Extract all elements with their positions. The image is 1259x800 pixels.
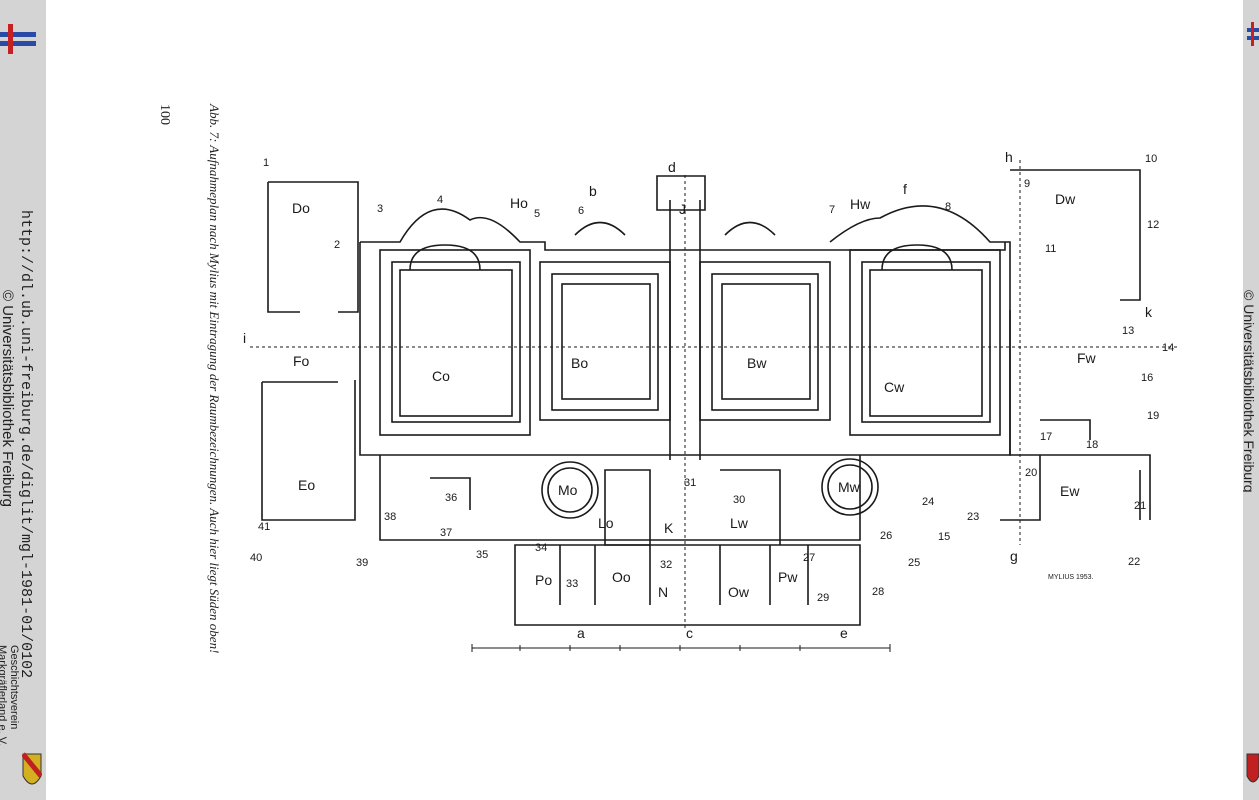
room-label: Po xyxy=(535,572,552,588)
drawing-signature: MYLIUS 1953. xyxy=(1048,574,1094,581)
room-label: Bo xyxy=(571,355,588,371)
axis-label: i xyxy=(243,330,246,346)
find-number: 8 xyxy=(945,201,951,213)
room-label: Cw xyxy=(884,379,905,395)
room-label: Hw xyxy=(850,196,871,212)
room-label: Ow xyxy=(728,584,750,600)
find-number: 34 xyxy=(535,542,547,554)
find-number: 5 xyxy=(534,208,540,220)
room-labels: Do Fo Eo Co Ho Bo Bw Cw Hw Dw Fw Ew Mo M… xyxy=(292,191,1097,600)
find-number: 2 xyxy=(334,239,340,251)
axis-labels: a b c d e f g h i k xyxy=(243,149,1153,641)
room-label: Fo xyxy=(293,353,310,369)
room-label: K xyxy=(664,520,674,536)
find-number: 10 xyxy=(1145,153,1157,165)
plan-axis-lines xyxy=(250,160,1180,630)
plan-walls xyxy=(261,169,1151,626)
find-number: 18 xyxy=(1086,439,1098,451)
axis-label: a xyxy=(577,625,585,641)
find-number: 29 xyxy=(817,592,829,604)
axis-label: h xyxy=(1005,149,1013,165)
scale-bar xyxy=(471,644,891,652)
axis-label: k xyxy=(1145,304,1153,320)
find-number: 20 xyxy=(1025,467,1037,479)
axis-label: g xyxy=(1010,548,1018,564)
axis-label: d xyxy=(668,159,676,175)
find-number: 16 xyxy=(1141,372,1153,384)
room-label: Mw xyxy=(838,479,861,495)
axis-label: b xyxy=(589,183,597,199)
room-label: Lw xyxy=(730,515,749,531)
room-label: N xyxy=(658,584,668,600)
room-label: Do xyxy=(292,200,310,216)
find-number: 9 xyxy=(1024,178,1030,190)
find-number: 7 xyxy=(829,204,835,216)
room-label: Bw xyxy=(747,355,767,371)
find-number: 4 xyxy=(437,194,443,206)
find-number: 40 xyxy=(250,552,262,564)
find-number: 33 xyxy=(566,578,578,590)
find-number: 17 xyxy=(1040,431,1052,443)
find-number: 13 xyxy=(1122,325,1134,337)
find-number: 26 xyxy=(880,530,892,542)
find-number: 37 xyxy=(440,527,452,539)
find-number: 22 xyxy=(1128,556,1140,568)
find-number: 38 xyxy=(384,511,396,523)
find-number: 41 xyxy=(258,521,270,533)
find-number: 19 xyxy=(1147,410,1159,422)
find-number: 39 xyxy=(356,557,368,569)
find-numbers: 1 2 3 4 5 6 7 8 9 10 11 12 13 14 15 16 1… xyxy=(250,153,1174,604)
find-number: 32 xyxy=(660,559,672,571)
viewer-logo-icon-right xyxy=(1247,22,1259,46)
viewer-left-strip: http://dl.ub.uni-freiburg.de/diglit/mgl-… xyxy=(0,0,46,800)
room-label: J xyxy=(679,201,686,217)
find-number: 14 xyxy=(1162,342,1174,354)
room-label: Oo xyxy=(612,569,631,585)
room-label: Lo xyxy=(598,515,614,531)
find-number: 12 xyxy=(1147,219,1159,231)
find-number: 23 xyxy=(967,511,979,523)
find-number: 31 xyxy=(684,477,696,489)
find-number: 15 xyxy=(938,531,950,543)
find-number: 28 xyxy=(872,586,884,598)
find-number: 21 xyxy=(1134,500,1146,512)
room-label: Co xyxy=(432,368,450,384)
axis-label: c xyxy=(686,625,693,641)
room-label: Fw xyxy=(1077,350,1097,366)
room-label: Dw xyxy=(1055,191,1076,207)
room-label: Eo xyxy=(298,477,315,493)
find-number: 1 xyxy=(263,157,269,169)
find-number: 24 xyxy=(922,496,934,508)
room-label: Pw xyxy=(778,569,798,585)
axis-label: f xyxy=(903,181,907,197)
find-number: 25 xyxy=(908,557,920,569)
room-label: Mo xyxy=(558,482,578,498)
axis-label: e xyxy=(840,625,848,641)
room-label: Ho xyxy=(510,195,528,211)
find-number: 35 xyxy=(476,549,488,561)
room-label: Ew xyxy=(1060,483,1080,499)
find-number: 6 xyxy=(578,205,584,217)
find-number: 11 xyxy=(1045,243,1056,255)
document-page xyxy=(46,0,1243,800)
find-number: 30 xyxy=(733,494,745,506)
viewer-logo-icon xyxy=(0,24,36,54)
find-number: 27 xyxy=(803,552,815,564)
coat-of-arms-icon xyxy=(22,752,42,785)
find-number: 36 xyxy=(445,492,457,504)
find-number: 3 xyxy=(377,203,383,215)
